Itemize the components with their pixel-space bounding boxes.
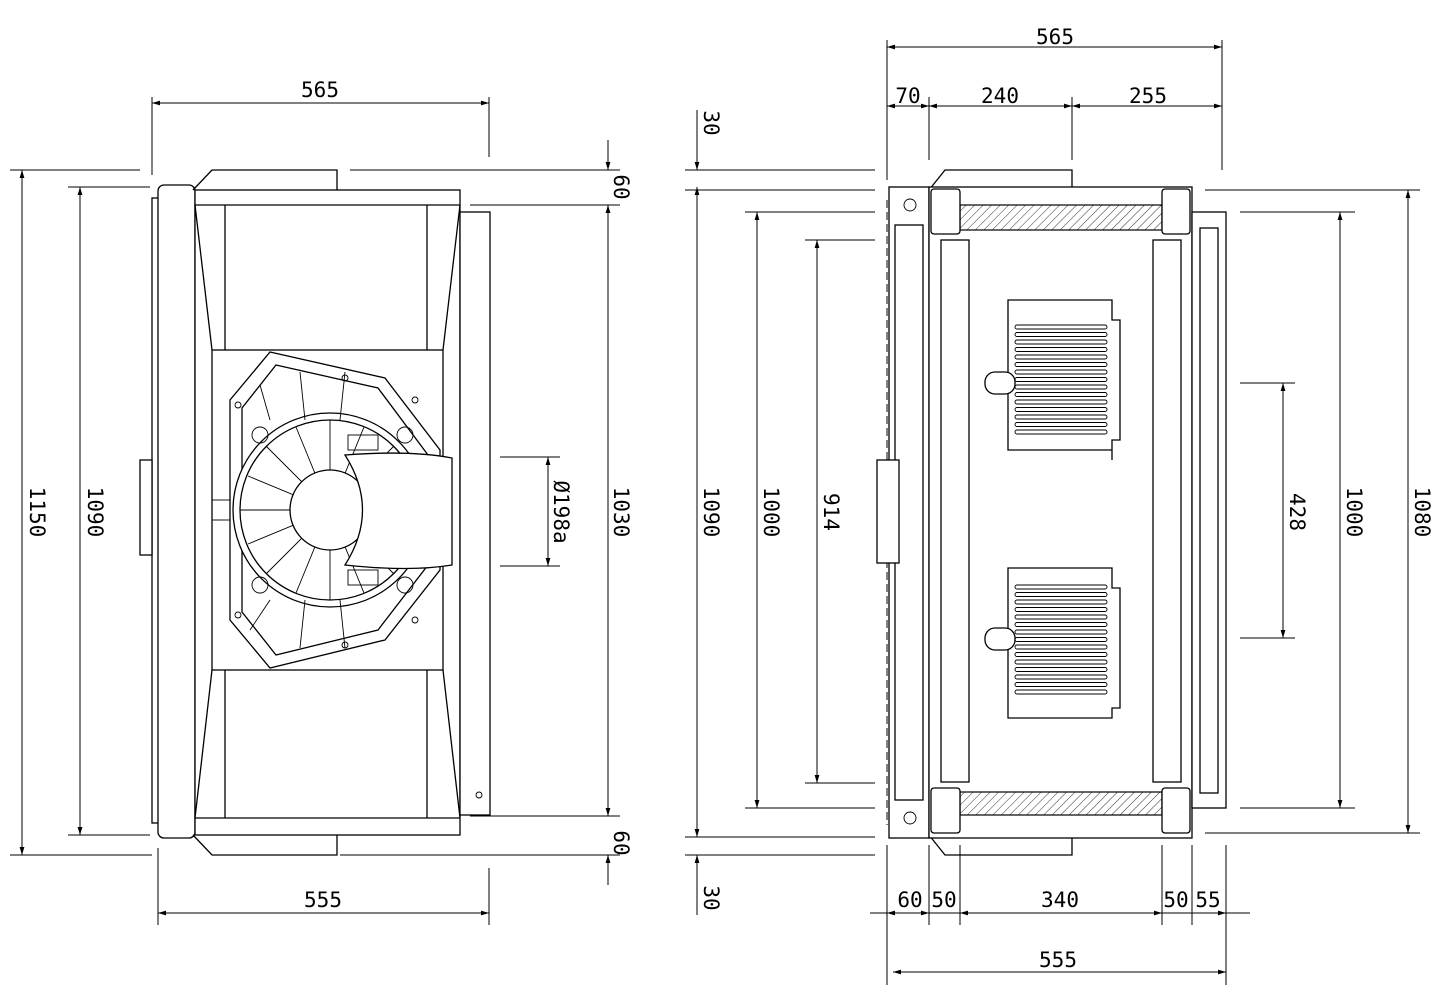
dim-side-bottom-seg-3: 340 <box>1041 888 1079 912</box>
grill-slat <box>1014 652 1108 657</box>
grill-slat <box>1014 377 1108 382</box>
grill-slat <box>1014 384 1108 390</box>
dim-side-height-opening: 914 <box>819 493 843 531</box>
dim-front-height-overall: 1150 <box>25 487 49 538</box>
grill-slat <box>1014 429 1108 435</box>
dim-side-height-right-inner: 1000 <box>1342 487 1366 538</box>
dim-front-width-top: 565 <box>301 78 339 102</box>
grill-slat <box>1014 584 1108 590</box>
grill-slat <box>1014 689 1108 695</box>
dim-side-top-seg-2: 240 <box>981 84 1019 108</box>
dim-side-bottom-seg-1: 60 <box>897 888 922 912</box>
grill-slat <box>1014 339 1108 345</box>
grill-slat <box>1014 392 1108 397</box>
grill-slat <box>1014 592 1108 597</box>
grill-slat <box>1014 332 1108 337</box>
grill-slat <box>1014 414 1108 420</box>
grill-slat <box>1014 599 1108 605</box>
grill-slat <box>1014 407 1108 412</box>
dim-side-top-seg-1: 70 <box>895 84 920 108</box>
grill-slat <box>1014 682 1108 687</box>
dim-side-width-top: 565 <box>1036 25 1074 49</box>
dim-side-bottom-seg-2: 50 <box>931 888 956 912</box>
dim-side-bottom-seg-5: 55 <box>1195 888 1220 912</box>
front-view: 565 555 1150 1090 1030 60 60 Ø198a <box>10 78 633 925</box>
grill-slat <box>1014 422 1108 427</box>
dim-side-height-right-outer: 1080 <box>1410 487 1434 538</box>
dim-front-width-bottom: 555 <box>304 888 342 912</box>
dim-side-offset-top: 30 <box>699 110 723 135</box>
dim-side-height-body: 1090 <box>699 487 723 538</box>
grill-slat <box>1014 354 1108 360</box>
grill-slat <box>1014 347 1108 352</box>
dim-side-offset-bottom: 30 <box>699 885 723 910</box>
grill-slat <box>1014 629 1108 635</box>
dim-motor-diameter: Ø198a <box>549 480 573 543</box>
front-view-body <box>139 169 491 856</box>
grill-slat <box>1014 622 1108 627</box>
grill-slat <box>1014 667 1108 672</box>
grill-slat <box>1014 369 1108 375</box>
grill-slat <box>1014 399 1108 405</box>
grill-slat <box>1014 362 1108 367</box>
grill-slat <box>1014 644 1108 650</box>
grill-bottom <box>984 567 1121 719</box>
dim-side-top-seg-3: 255 <box>1129 84 1167 108</box>
grill-slat <box>1014 674 1108 680</box>
grill-slat <box>1014 607 1108 612</box>
front-view-dimensions: 565 555 1150 1090 1030 60 60 Ø198a <box>10 78 633 925</box>
grill-slat <box>1014 324 1108 330</box>
dim-front-offset-top: 60 <box>609 174 633 199</box>
grill-slat <box>1014 614 1108 620</box>
dim-grill-spacing: 428 <box>1285 493 1309 531</box>
side-view: 565 70 240 255 30 30 1090 1000 914 428 1… <box>685 25 1434 985</box>
dim-side-bottom-seg-4: 50 <box>1163 888 1188 912</box>
dim-front-height-body: 1090 <box>83 487 107 538</box>
side-view-dimensions: 565 70 240 255 30 30 1090 1000 914 428 1… <box>685 25 1434 985</box>
dim-front-height-plate: 1030 <box>609 487 633 538</box>
grill-slat <box>1014 659 1108 665</box>
dim-front-offset-bottom: 60 <box>609 830 633 855</box>
grill-slat <box>1014 637 1108 642</box>
side-view-body <box>876 169 1227 856</box>
dim-side-height-inner: 1000 <box>759 487 783 538</box>
dim-side-width-bottom: 555 <box>1039 948 1077 972</box>
grill-top <box>984 299 1121 460</box>
